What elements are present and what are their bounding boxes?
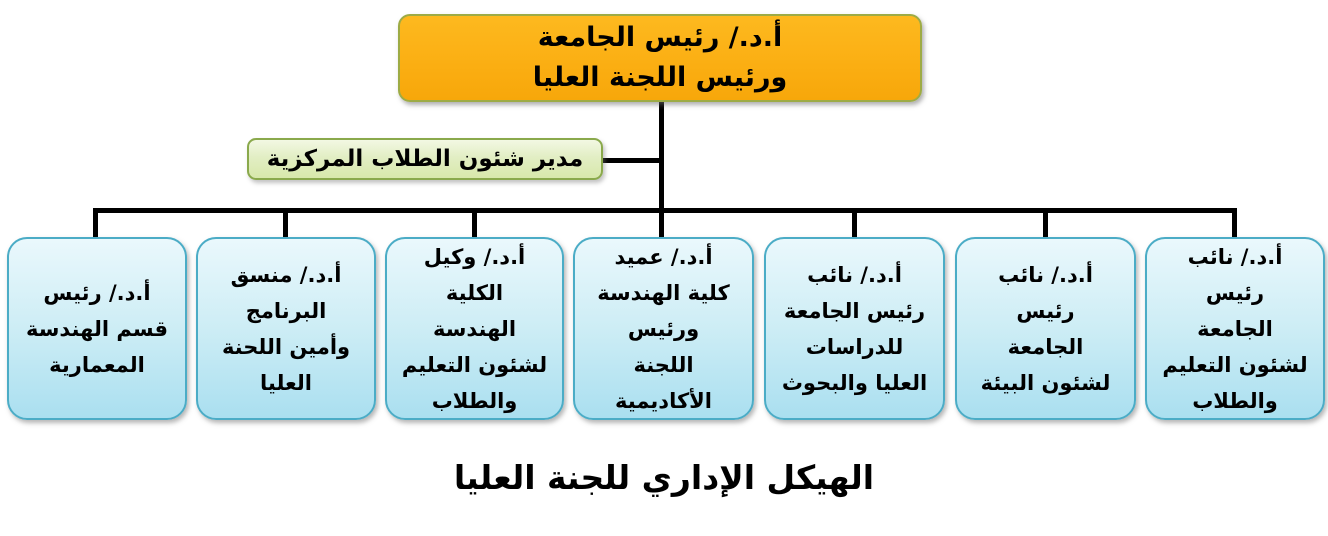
node-architecture-department-head: أ.د./ رئيس قسم الهندسة المعمارية <box>7 237 187 420</box>
connector-horizontal <box>93 208 1237 213</box>
node-label: أ.د./ منسق البرنامج وأمين اللحنة العليا <box>221 262 351 395</box>
node-label: أ.د./ رئيس الجامعة ورئيس اللجنة العليا <box>532 22 788 93</box>
node-university-president: أ.د./ رئيس الجامعة ورئيس اللجنة العليا <box>398 14 922 102</box>
node-vice-president-environment: أ.د./ نائب رئيس الجامعة لشئون البيئة <box>955 237 1136 420</box>
node-label: أ.د./ رئيس قسم الهندسة المعمارية <box>26 280 168 377</box>
node-dean-engineering-academic-committee-head: أ.د./ عميد كلية الهندسة ورئيس اللجنة الأ… <box>573 237 754 420</box>
connector-stub <box>1043 210 1048 238</box>
connector-stub <box>1232 210 1237 238</box>
node-program-coordinator-committee-secretary: أ.د./ منسق البرنامج وأمين اللحنة العليا <box>196 237 376 420</box>
node-label: أ.د./ عميد كلية الهندسة ورئيس اللجنة الأ… <box>597 244 730 413</box>
node-vice-president-graduate-research: أ.د./ نائب رئيس الجامعة للدراسات العليا … <box>764 237 945 420</box>
connector-stub <box>852 210 857 238</box>
node-vice-president-education-students: أ.د./ نائب رئيس الجامعة لشئون التعليم وا… <box>1145 237 1325 420</box>
connector-stub <box>93 210 98 238</box>
connector-stub <box>283 210 288 238</box>
node-label: أ.د./ وكيل الكلية الهندسة لشئون التعليم … <box>401 244 548 413</box>
node-vice-dean-education-students: أ.د./ وكيل الكلية الهندسة لشئون التعليم … <box>385 237 564 420</box>
node-label: مدير شئون الطلاب المركزية <box>266 146 584 172</box>
node-student-affairs-director: مدير شئون الطلاب المركزية <box>247 138 603 180</box>
chart-title: الهيكل الإداري للجنة العليا <box>453 458 875 497</box>
connector-trunk <box>659 100 664 238</box>
node-label: أ.د./ نائب رئيس الجامعة لشئون البيئة <box>980 262 1111 395</box>
node-label: أ.د./ نائب رئيس الجامعة للدراسات العليا … <box>781 262 928 395</box>
connector-manager <box>601 158 661 163</box>
node-label: أ.د./ نائب رئيس الجامعة لشئون التعليم وا… <box>1162 244 1308 413</box>
connector-stub <box>472 210 477 238</box>
